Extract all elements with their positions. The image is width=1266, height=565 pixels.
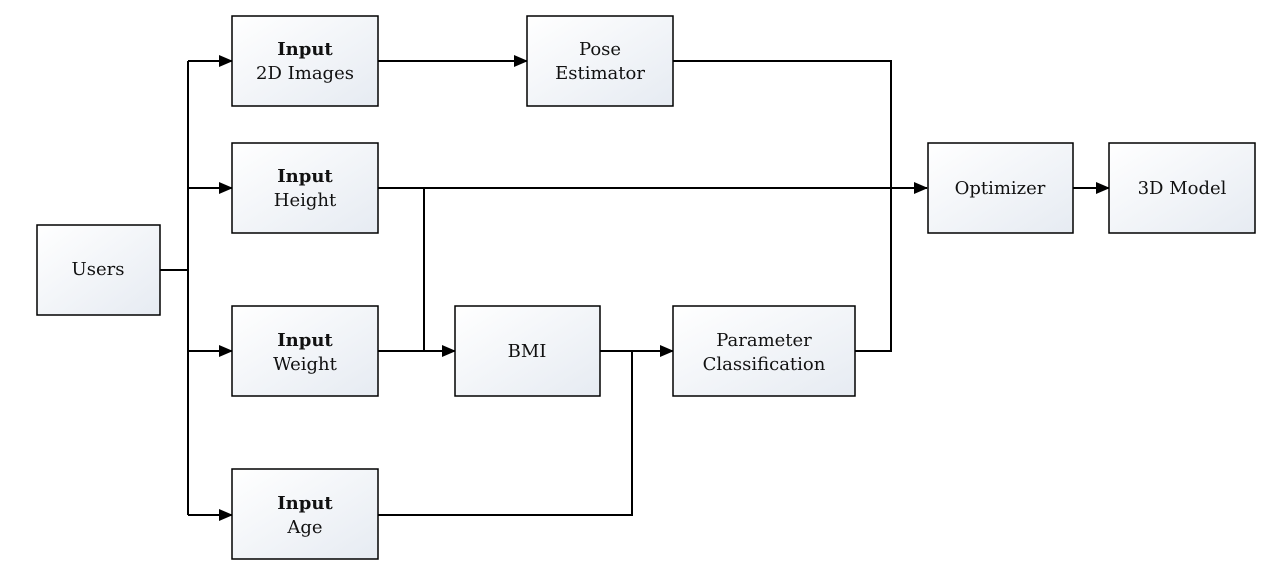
node-3d-model-label: 3D Model [1138,178,1227,199]
node-pose-estimator-line2: Estimator [555,63,645,84]
node-input-2d-images: Input 2D Images [231,15,379,107]
node-input-age-label: Age [286,517,322,538]
connector-param-to-optimizer [855,188,892,352]
node-optimizer: Optimizer [927,142,1074,234]
node-pose-estimator: Pose Estimator [526,15,674,107]
connector-pose-to-optimizer [673,60,892,188]
node-input-height: Input Height [231,142,379,234]
node-parameter-classification-line1: Parameter [716,330,812,351]
node-bmi: BMI [454,305,601,397]
node-bmi-label: BMI [508,341,547,362]
node-input-age-title: Input [277,493,333,514]
node-users: Users [36,224,161,316]
node-pose-estimator-line1: Pose [579,39,621,60]
node-optimizer-label: Optimizer [955,178,1046,199]
node-input-weight: Input Weight [231,305,379,397]
node-3d-model: 3D Model [1108,142,1256,234]
node-input-2d-images-title: Input [277,39,333,60]
node-input-height-label: Height [274,190,337,211]
node-input-age: Input Age [231,468,379,560]
node-input-weight-title: Input [277,330,333,351]
node-input-2d-images-label: 2D Images [256,63,354,84]
connector-age-to-param [378,351,633,516]
node-users-label: Users [72,259,125,280]
node-parameter-classification: Parameter Classification [672,305,856,397]
node-parameter-classification-line2: Classification [703,354,826,375]
connectors [160,55,1110,521]
node-input-height-title: Input [277,166,333,187]
node-input-weight-label: Weight [273,354,338,375]
